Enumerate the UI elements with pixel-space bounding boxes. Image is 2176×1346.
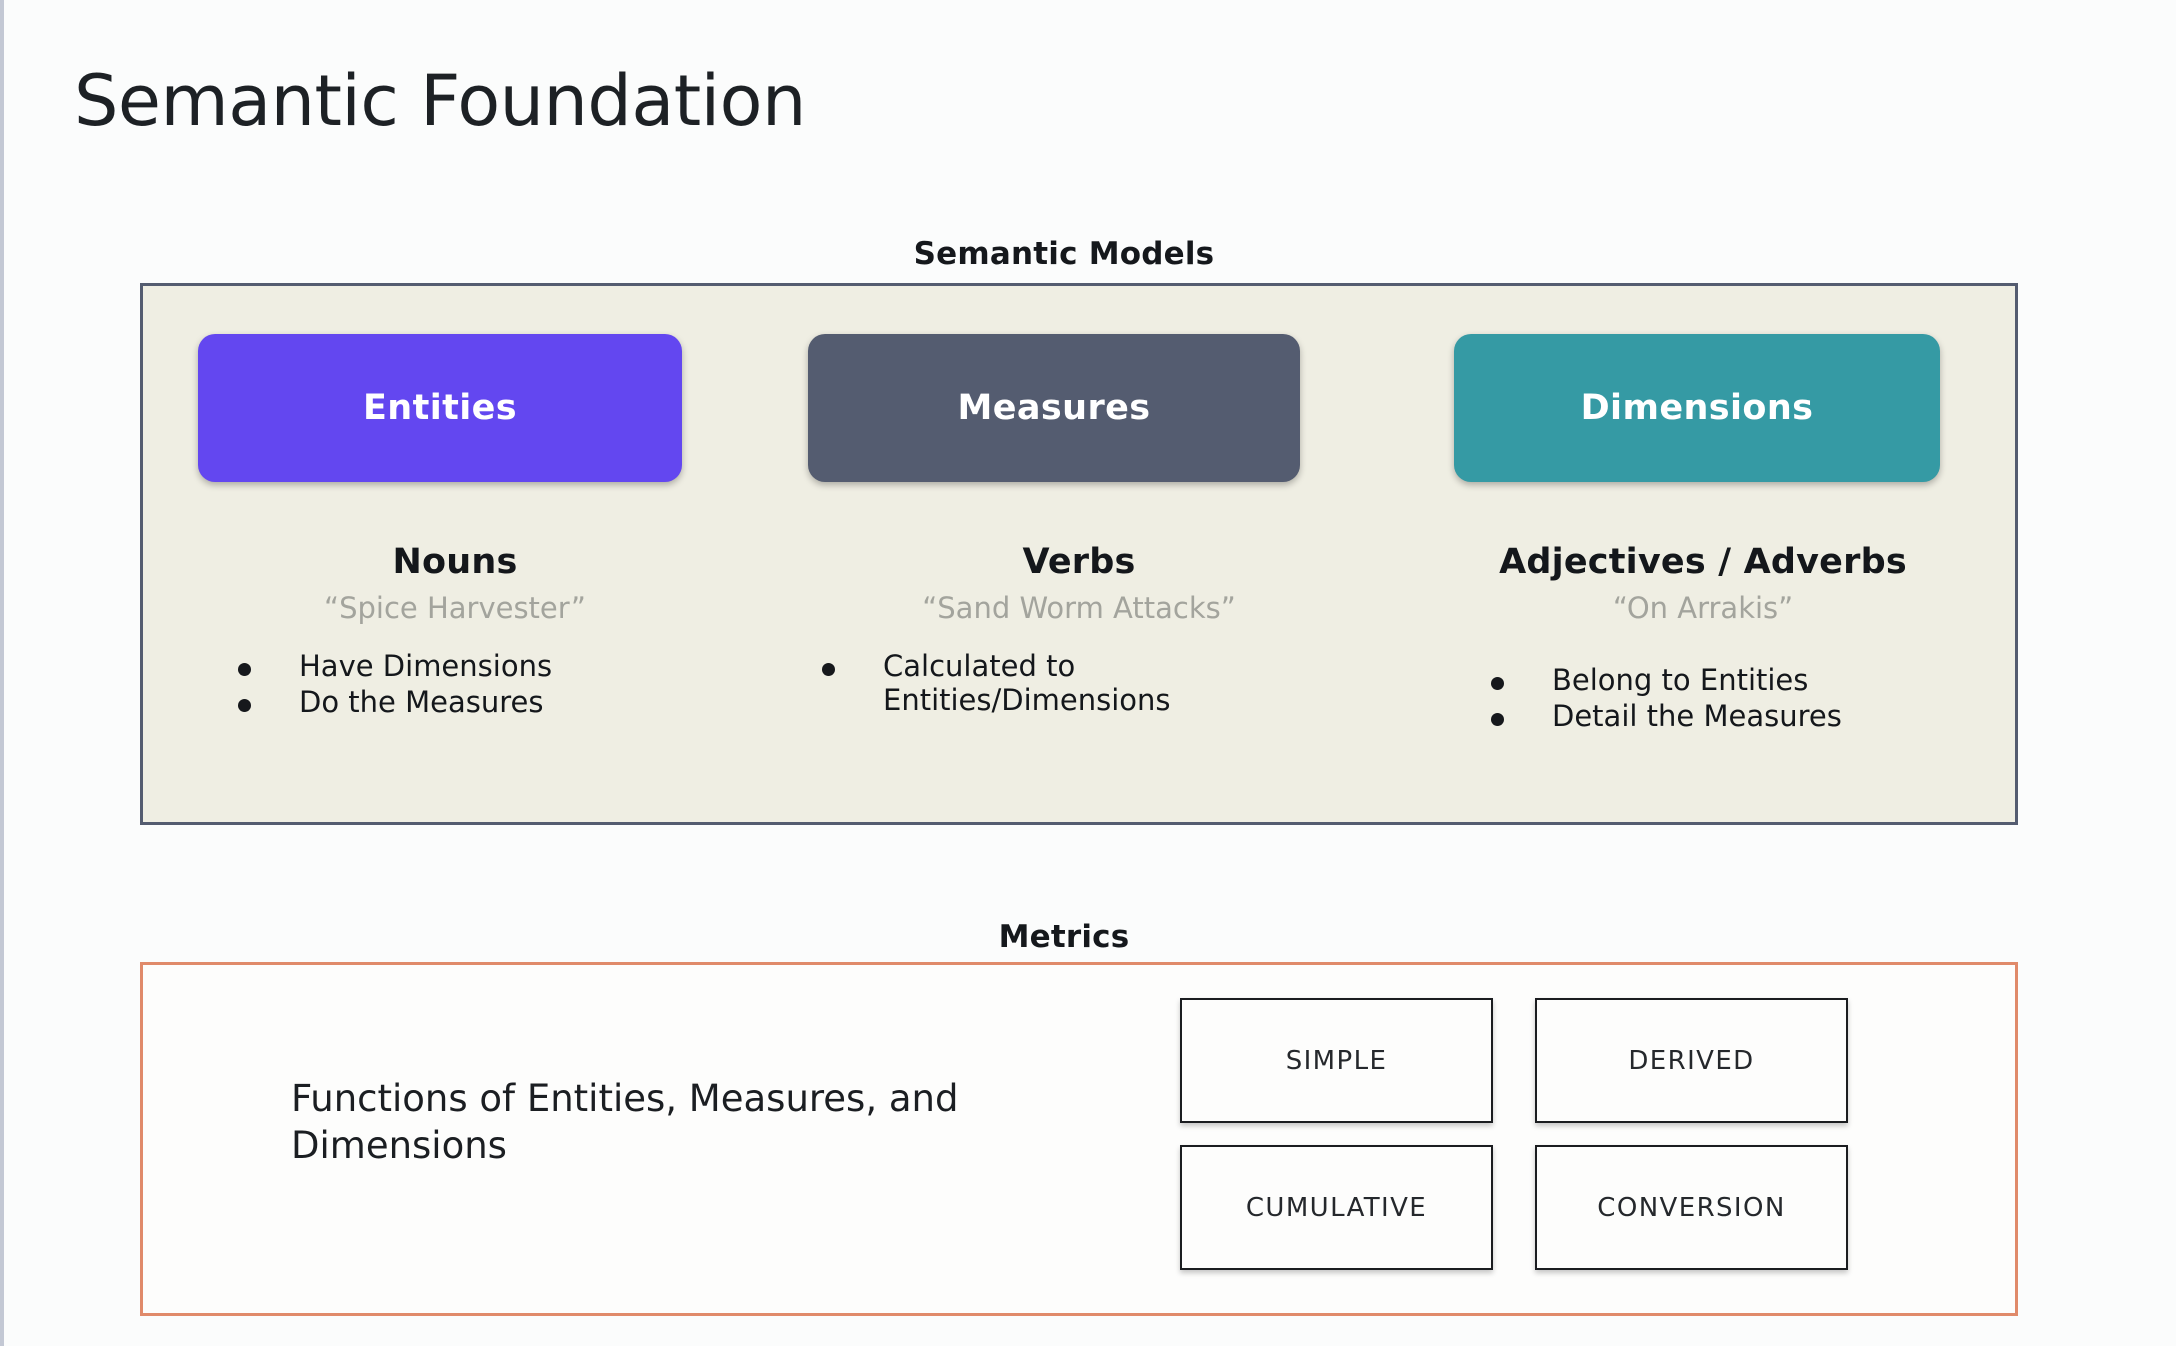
semantic-models-columns: Entities Nouns “Spice Harvester” Have Di… [143, 286, 2015, 822]
semantic-models-heading: Semantic Models [913, 236, 1215, 272]
entities-part-of-speech: Nouns [392, 542, 518, 582]
measures-example: “Sand Worm Attacks” [922, 591, 1236, 625]
dimensions-part-of-speech: Adjectives / Adverbs [1499, 542, 1907, 582]
bullet-dot-icon [238, 698, 251, 712]
dimensions-chip[interactable]: Dimensions [1454, 334, 1940, 482]
metrics-heading: Metrics [998, 919, 1130, 955]
semantic-models-panel: Entities Nouns “Spice Harvester” Have Di… [140, 283, 2018, 825]
measures-chip[interactable]: Measures [808, 334, 1300, 482]
list-item: Belong to Entities [1491, 663, 1921, 698]
bullet-dot-icon [238, 663, 251, 676]
dimensions-bullet-list: Belong to Entities Detail the Measures [1491, 663, 1921, 735]
list-item: Do the Measures [238, 684, 658, 720]
model-column-measures: Measures Verbs “Sand Worm Attacks” Calcu… [767, 286, 1391, 822]
metrics-description: Functions of Entities, Measures, and Dim… [291, 1077, 959, 1168]
bullet-text: Calculated to Entities/Dimensions [883, 649, 1171, 717]
bullet-text: Belong to Entities [1552, 663, 1809, 697]
metric-box-cumulative[interactable]: CUMULATIVE [1180, 1145, 1493, 1270]
bullet-text: Do the Measures [299, 684, 544, 719]
dimensions-example: “On Arrakis” [1612, 591, 1794, 625]
measures-bullet-list: Calculated to Entities/Dimensions [822, 649, 1242, 719]
metric-type-grid: SIMPLE DERIVED CUMULATIVE CONVERSION [1180, 998, 1848, 1270]
metric-box-derived[interactable]: DERIVED [1535, 998, 1848, 1123]
list-item: Detail the Measures [1491, 698, 1921, 734]
model-column-entities: Entities Nouns “Spice Harvester” Have Di… [143, 286, 767, 822]
metrics-panel: Functions of Entities, Measures, and Dim… [140, 962, 2018, 1316]
metric-box-simple[interactable]: SIMPLE [1180, 998, 1493, 1123]
page-title: Semantic Foundation [74, 60, 806, 142]
metric-box-conversion[interactable]: CONVERSION [1535, 1145, 1848, 1270]
list-item: Have Dimensions [238, 649, 658, 684]
left-edge-strip [0, 0, 4, 1346]
entities-example: “Spice Harvester” [324, 591, 586, 625]
bullet-dot-icon [1491, 677, 1504, 690]
bullet-dot-icon [822, 663, 835, 676]
entities-bullet-list: Have Dimensions Do the Measures [238, 649, 658, 721]
model-column-dimensions: Dimensions Adjectives / Adverbs “On Arra… [1391, 286, 2015, 822]
list-item: Calculated to Entities/Dimensions [822, 649, 1242, 717]
bullet-text: Detail the Measures [1552, 698, 1842, 733]
bullet-text: Have Dimensions [299, 649, 553, 683]
entities-chip[interactable]: Entities [198, 334, 682, 482]
measures-part-of-speech: Verbs [1022, 542, 1136, 582]
bullet-dot-icon [1491, 712, 1504, 726]
